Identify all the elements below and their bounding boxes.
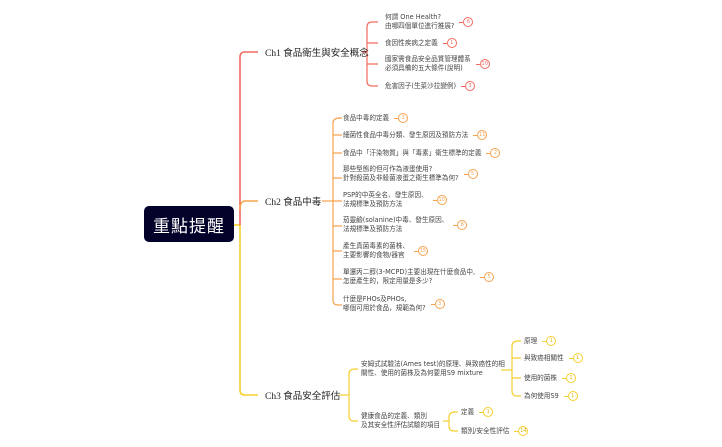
subtopic-label: 類別/安全性評估 — [461, 426, 510, 435]
count-badge[interactable]: 1 — [442, 38, 457, 48]
topic-label: 食品中「汙染物質」與「毒素」衛生標準的定義 — [343, 148, 482, 157]
count-badge[interactable]: 15 — [413, 246, 428, 256]
topic-label: PSP的中英全名、發生原因、 法規標準及預防方法 — [343, 191, 428, 208]
root-node[interactable]: 重點提醒 — [144, 206, 234, 242]
topic-node[interactable]: 食因性疾病之定義 1 — [385, 38, 457, 48]
count-badge[interactable]: 3 — [430, 299, 445, 309]
topic-node[interactable]: 食品中毒的定義 3 — [343, 113, 409, 123]
subtopic-label: 與致癌相關性 — [524, 353, 564, 362]
topic-node[interactable]: 那些型態的但可作為液蛋使用? 針對殺菌及非殺菌液蛋之衛生標準為何? 5 — [343, 165, 478, 183]
topic-node[interactable]: 國家需食品安全品質管理體系 必須具備的五大條件(說明) 10 — [385, 55, 490, 73]
topic-node[interactable]: 產生真菌毒素的菌株、 主要影響的食物/器官 15 — [343, 242, 428, 260]
count-badge[interactable]: 8 — [453, 220, 468, 230]
subtopic-node[interactable]: 為何使用S9 1 — [524, 391, 578, 401]
topic-label: 何謂 One Health? 由哪四個單位進行推展? — [385, 13, 455, 30]
chapter-node-ch3[interactable]: Ch3 食品安全評估 — [265, 392, 341, 402]
count-badge-value: 1 — [567, 391, 578, 401]
topic-label: 細菌性食品中毒分類、發生原因及預防方法 — [343, 130, 469, 139]
topic-label: 什麼是FHOs及PHOs, 哪個可用於食品，規範為何? — [343, 295, 426, 312]
count-badge-value: 1 — [483, 407, 494, 417]
topic-label: 危害因子(生菜沙拉變例) — [385, 81, 457, 90]
topic-node[interactable]: 危害因子(生菜沙拉變例) 3 — [385, 81, 476, 91]
topic-node[interactable]: 安姆式試驗法(Ames test)的原理、與致癌性的相 關性、使用的菌株及為何要… — [361, 360, 505, 378]
count-badge-value: 2 — [490, 148, 501, 158]
count-badge[interactable]: 5 — [480, 272, 495, 282]
count-badge[interactable]: 2 — [486, 148, 501, 158]
count-badge[interactable]: 14 — [514, 426, 529, 436]
topic-node[interactable]: 健康食品的定義、類別 及其安全性評估試驗的項目 — [361, 412, 440, 430]
count-badge-value: 5 — [467, 169, 478, 179]
count-badge-value: 1 — [546, 336, 557, 346]
topic-label: 那些型態的但可作為液蛋使用? 針對殺菌及非殺菌液蛋之衛生標準為何? — [343, 165, 459, 182]
count-badge[interactable]: 1 — [568, 353, 583, 363]
count-badge-value: 11 — [477, 130, 488, 140]
subtopic-label: 定義 — [461, 407, 475, 416]
count-badge-value: 10 — [436, 195, 447, 205]
count-badge-value: 6 — [463, 17, 474, 27]
count-badge[interactable]: 5 — [463, 169, 478, 179]
topic-label: 食品中毒的定義 — [343, 113, 390, 122]
subtopic-node[interactable]: 定義 1 — [461, 407, 494, 417]
topic-label: 產生真菌毒素的菌株、 主要影響的食物/器官 — [343, 242, 409, 259]
topic-label: 國家需食品安全品質管理體系 必須具備的五大條件(說明) — [385, 55, 471, 72]
count-badge-value: 1 — [565, 373, 576, 383]
count-badge-value: 15 — [417, 246, 428, 256]
count-badge-value: 1 — [572, 353, 583, 363]
topic-label: 單還丙二醇(3-MCPD)主要出現在什麼食品中, 怎麼產生的，限定用量是多少? — [343, 268, 476, 285]
topic-node[interactable]: 單還丙二醇(3-MCPD)主要出現在什麼食品中, 怎麼產生的，限定用量是多少? … — [343, 268, 495, 286]
subtopic-node[interactable]: 使用的菌株 1 — [524, 373, 576, 383]
count-badge-value: 3 — [398, 113, 409, 123]
count-badge-value: 10 — [479, 59, 490, 69]
subtopic-label: 原理 — [524, 336, 538, 345]
subtopic-label: 使用的菌株 — [524, 373, 557, 382]
count-badge-value: 3 — [465, 81, 476, 91]
count-badge[interactable]: 3 — [461, 81, 476, 91]
chapter-node-ch2[interactable]: Ch2 食品中毒 — [265, 198, 322, 208]
topic-node[interactable]: 細菌性食品中毒分類、發生原因及預防方法 11 — [343, 130, 488, 140]
subtopic-label: 為何使用S9 — [524, 391, 559, 400]
topic-node[interactable]: 食品中「汙染物質」與「毒素」衛生標準的定義 2 — [343, 148, 501, 158]
count-badge-value: 14 — [518, 426, 529, 436]
count-badge[interactable]: 3 — [394, 113, 409, 123]
topic-label: 食因性疾病之定義 — [385, 38, 438, 47]
count-badge-value: 5 — [484, 272, 495, 282]
count-badge-value: 8 — [457, 220, 468, 230]
count-badge-value: 1 — [446, 38, 457, 48]
count-badge[interactable]: 6 — [459, 17, 474, 27]
count-badge-value: 3 — [434, 299, 445, 309]
count-badge[interactable]: 11 — [473, 130, 488, 140]
topic-label: 安姆式試驗法(Ames test)的原理、與致癌性的相 關性、使用的菌株及為何要… — [361, 360, 505, 377]
topic-node[interactable]: 什麼是FHOs及PHOs, 哪個可用於食品，規範為何? 3 — [343, 295, 445, 313]
count-badge[interactable]: 1 — [561, 373, 576, 383]
topic-node[interactable]: PSP的中英全名、發生原因、 法規標準及預防方法 10 — [343, 191, 447, 209]
topic-label: 茄靈鹼(solanine)中毒、發生原因、 法規標準及預防方法 — [343, 216, 449, 233]
subtopic-node[interactable]: 原理 1 — [524, 336, 557, 346]
subtopic-node[interactable]: 與致癌相關性 1 — [524, 353, 583, 363]
topic-node[interactable]: 茄靈鹼(solanine)中毒、發生原因、 法規標準及預防方法 8 — [343, 216, 468, 234]
topic-label: 健康食品的定義、類別 及其安全性評估試驗的項目 — [361, 412, 441, 429]
count-badge[interactable]: 1 — [542, 336, 557, 346]
count-badge[interactable]: 1 — [563, 391, 578, 401]
count-badge[interactable]: 1 — [479, 407, 494, 417]
topic-node[interactable]: 何謂 One Health? 由哪四個單位進行推展? 6 — [385, 13, 474, 31]
count-badge[interactable]: 10 — [432, 195, 447, 205]
chapter-node-ch1[interactable]: Ch1 食品衛生與安全概念 — [265, 49, 369, 59]
count-badge[interactable]: 10 — [475, 59, 490, 69]
subtopic-node[interactable]: 類別/安全性評估 14 — [461, 426, 529, 436]
